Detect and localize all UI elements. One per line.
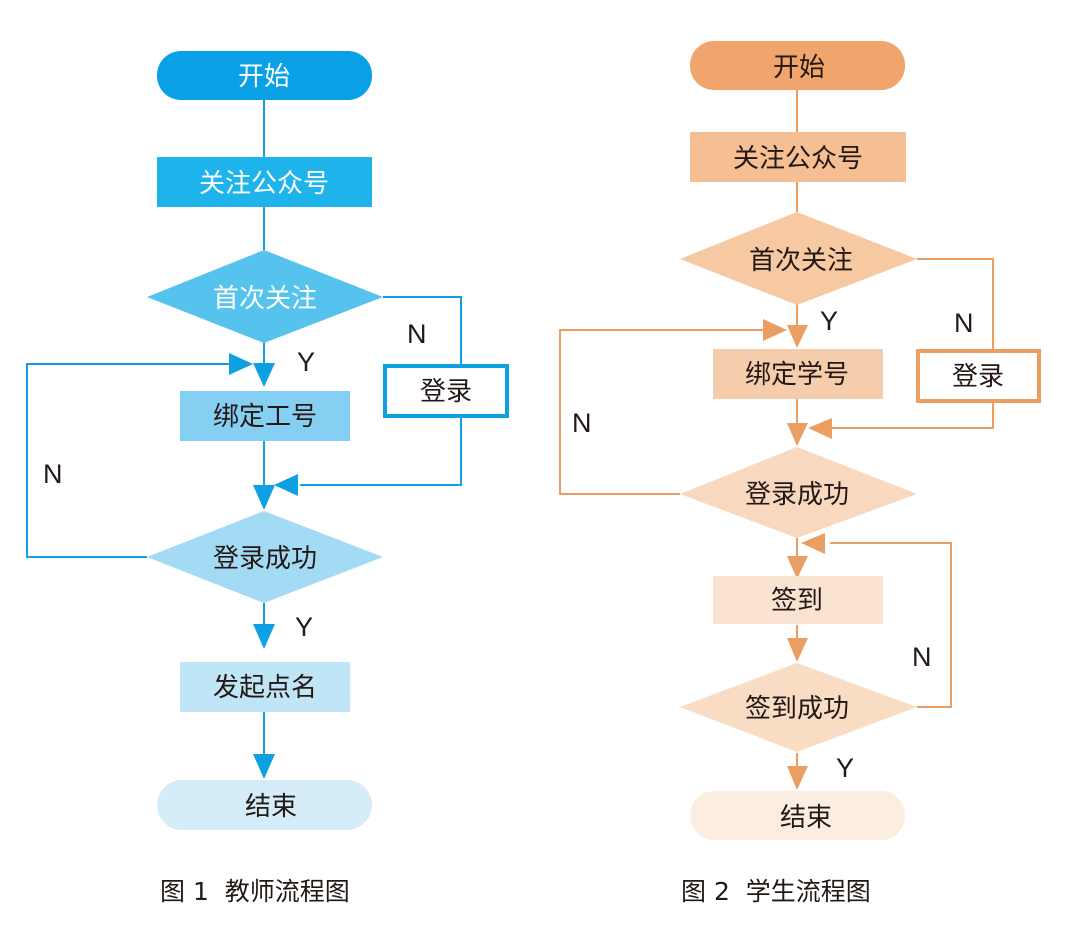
teacher-flowchart: 开始 关注公众号 首次关注 绑定工号 登录 登录成功 发起点名 结束 Y N N… (26, 51, 509, 906)
checkin-label: 签到 (771, 586, 823, 616)
checkin-success-label: 签到成功 (745, 694, 849, 724)
first-follow-label: 首次关注 (749, 246, 853, 276)
arrowhead-right (229, 353, 253, 375)
end-node (157, 780, 372, 830)
login-label: 登录 (952, 362, 1004, 392)
arrowhead-down (253, 485, 275, 510)
edge-login-success-no-loop (26, 363, 230, 558)
figure-caption: 图 1 教师流程图 (160, 877, 350, 906)
edge-label-no: N (407, 319, 427, 349)
first-follow-label: 首次关注 (213, 284, 317, 314)
arrowhead-down (253, 754, 275, 779)
login-success-decision (147, 511, 383, 603)
edge-label-no: N (43, 459, 63, 489)
login-label: 登录 (420, 377, 472, 407)
start-label: 开始 (238, 62, 290, 92)
first-follow-decision (680, 212, 917, 305)
edge-label-yes: Y (297, 347, 315, 377)
follow-account-label: 关注公众号 (733, 144, 863, 174)
edge-label-no: N (572, 408, 592, 438)
follow-account-node (690, 132, 906, 182)
edge-checkin-success-no-loop (830, 542, 952, 708)
end-label: 结束 (780, 803, 832, 833)
edge-first-follow-no-to-login (383, 296, 462, 365)
arrowhead-down (787, 423, 808, 446)
checkin-node (713, 576, 883, 624)
arrowhead-left (274, 474, 298, 496)
arrowhead-down (787, 556, 808, 579)
teacher-arrowheads (229, 353, 298, 779)
edge-login-to-merge (300, 417, 462, 486)
arrowhead-down (787, 766, 808, 790)
edge-first-follow-no-to-login (917, 258, 994, 350)
bind-id-label: 绑定工号 (213, 402, 317, 432)
edge-label-yes: Y (836, 753, 854, 783)
login-node (383, 364, 509, 418)
edge-label-no: N (954, 308, 974, 338)
edge-login-to-merge (830, 401, 994, 429)
edge-label-yes: Y (295, 612, 313, 642)
arrowhead-down (253, 624, 275, 649)
edge-login-success-no-loop (559, 329, 765, 495)
start-label: 开始 (773, 53, 825, 83)
arrowhead-left (801, 533, 825, 554)
bind-student-id-label: 绑定学号 (745, 360, 849, 390)
bind-student-id-node (713, 349, 883, 399)
start-rollcall-node (180, 662, 350, 712)
login-success-decision (680, 447, 917, 538)
follow-account-node (157, 157, 372, 207)
login-success-label: 登录成功 (213, 544, 317, 574)
figure-caption: 图 2 学生流程图 (681, 877, 871, 906)
arrowhead-down (787, 638, 808, 662)
end-label: 结束 (245, 792, 297, 822)
follow-account-label: 关注公众号 (199, 169, 329, 199)
edge-label-no: N (912, 642, 932, 672)
student-flowchart: 开始 关注公众号 首次关注 绑定学号 登录 登录成功 签到 签到成功 结束 Y … (559, 41, 1041, 906)
checkin-success-decision (680, 663, 917, 752)
login-node (916, 349, 1041, 403)
start-rollcall-label: 发起点名 (213, 673, 317, 703)
arrowhead-left (808, 418, 832, 439)
start-node (157, 51, 372, 100)
student-connectors (559, 90, 994, 772)
start-node (690, 41, 905, 90)
first-follow-decision (147, 250, 383, 343)
arrowhead-down (787, 325, 808, 348)
student-arrowheads (763, 319, 832, 790)
arrowhead-right (763, 319, 787, 341)
login-success-label: 登录成功 (745, 480, 849, 510)
arrowhead-down (253, 363, 275, 387)
edge-label-yes: Y (820, 306, 838, 336)
bind-id-node (180, 391, 350, 441)
teacher-connectors (26, 100, 462, 760)
end-node (690, 791, 905, 840)
